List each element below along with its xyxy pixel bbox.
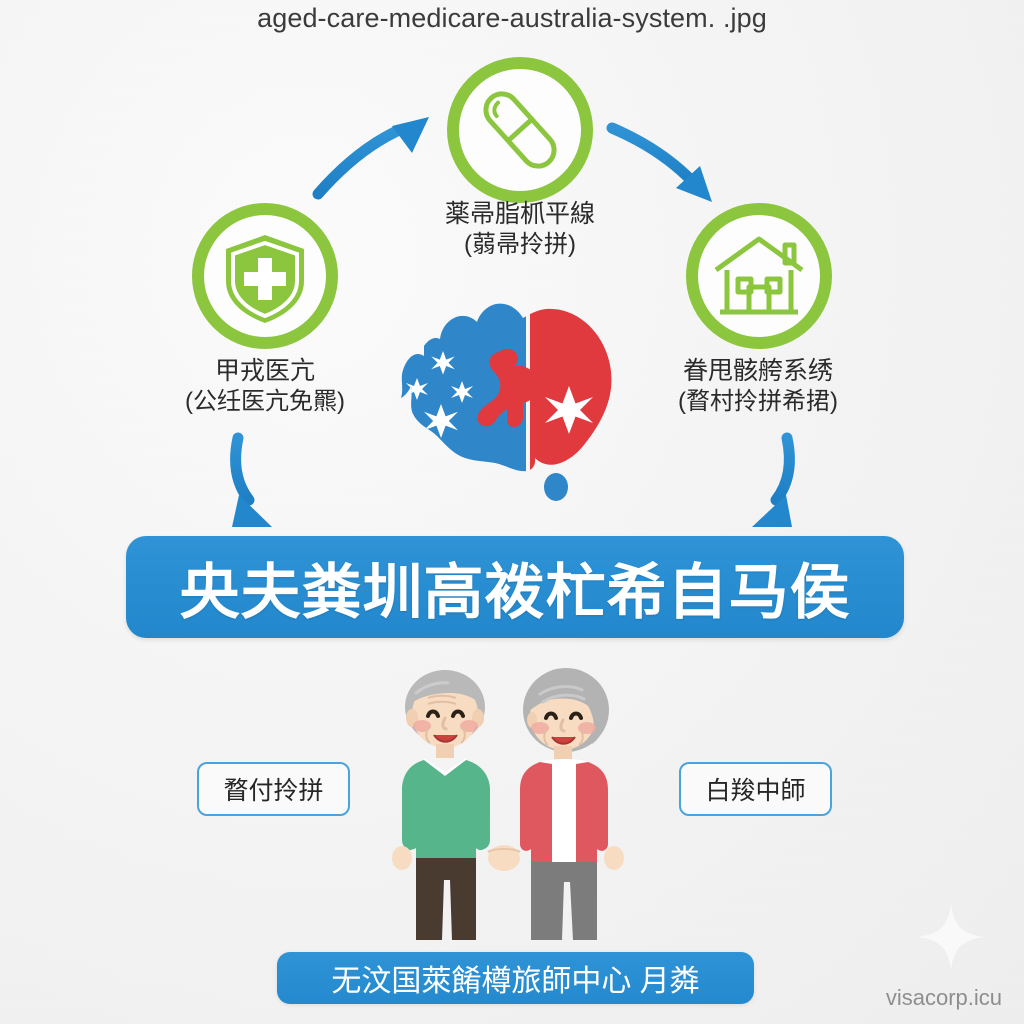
footer-banner[interactable]: 无汶国萊餚樽旅師中心 月粦	[277, 952, 754, 1004]
right-down-arrow	[752, 432, 795, 527]
node-label-line1: 甲戎医亢	[214, 357, 315, 385]
tag-right[interactable]: 白羧中師	[679, 762, 832, 816]
shield-medical-cross-icon	[226, 235, 304, 323]
sparkle-icon	[918, 904, 984, 970]
footer-banner-text: 无汶国萊餚樽旅師中心 月粦	[331, 965, 700, 998]
southern-cross-stars	[406, 351, 473, 438]
pill-capsule-icon	[483, 91, 557, 169]
map-blue-half	[401, 303, 551, 472]
node-circle-medicare[interactable]	[192, 203, 338, 349]
top-to-right-arrow	[606, 122, 712, 202]
commonwealth-star-icon	[545, 386, 593, 434]
elderly-man	[392, 670, 490, 940]
node-label-line2: (瞀村拎拼希捃)	[678, 388, 838, 415]
node-label-line1: 薬帚脂枛平線	[444, 200, 595, 228]
node-label-line2: (公纴医亢免羆)	[185, 388, 345, 415]
node-label-home-care: 眷甩骸舿系绣 (瞀村拎拼希捃)	[608, 355, 908, 418]
node-label-line2: (蒻帚拎拼)	[464, 231, 576, 258]
joined-hands	[487, 845, 521, 871]
node-label-line1: 眷甩骸舿系绣	[682, 357, 833, 385]
watermark: visacorp.icu	[885, 985, 1002, 1010]
tag-right-text: 白羧中師	[705, 777, 806, 805]
left-to-top-arrow	[312, 117, 429, 200]
tag-left-text: 瞀付拎拼	[223, 777, 324, 805]
node-circle-home-care[interactable]	[686, 203, 832, 349]
node-circle-pharmaceutical[interactable]	[447, 57, 593, 203]
filename-caption: aged-care-medicare-australia-system. .jp…	[257, 3, 767, 33]
node-label-pharmaceutical: 薬帚脂枛平線 (蒻帚拎拼)	[370, 198, 670, 261]
main-banner-text: 央夫粪圳高袯杧希自马侯	[179, 558, 851, 626]
elderly-woman	[520, 668, 624, 940]
tasmania-island	[544, 473, 568, 501]
node-label-medicare: 甲戎医亢 (公纴医亢免羆)	[115, 355, 415, 418]
house-icon	[714, 236, 804, 315]
left-down-arrow	[230, 432, 272, 527]
australia-map	[401, 303, 612, 501]
main-banner[interactable]: 央夫粪圳高袯杧希自马侯	[126, 536, 904, 638]
elderly-couple-holding-hands	[392, 668, 624, 940]
tag-left[interactable]: 瞀付拎拼	[197, 762, 350, 816]
